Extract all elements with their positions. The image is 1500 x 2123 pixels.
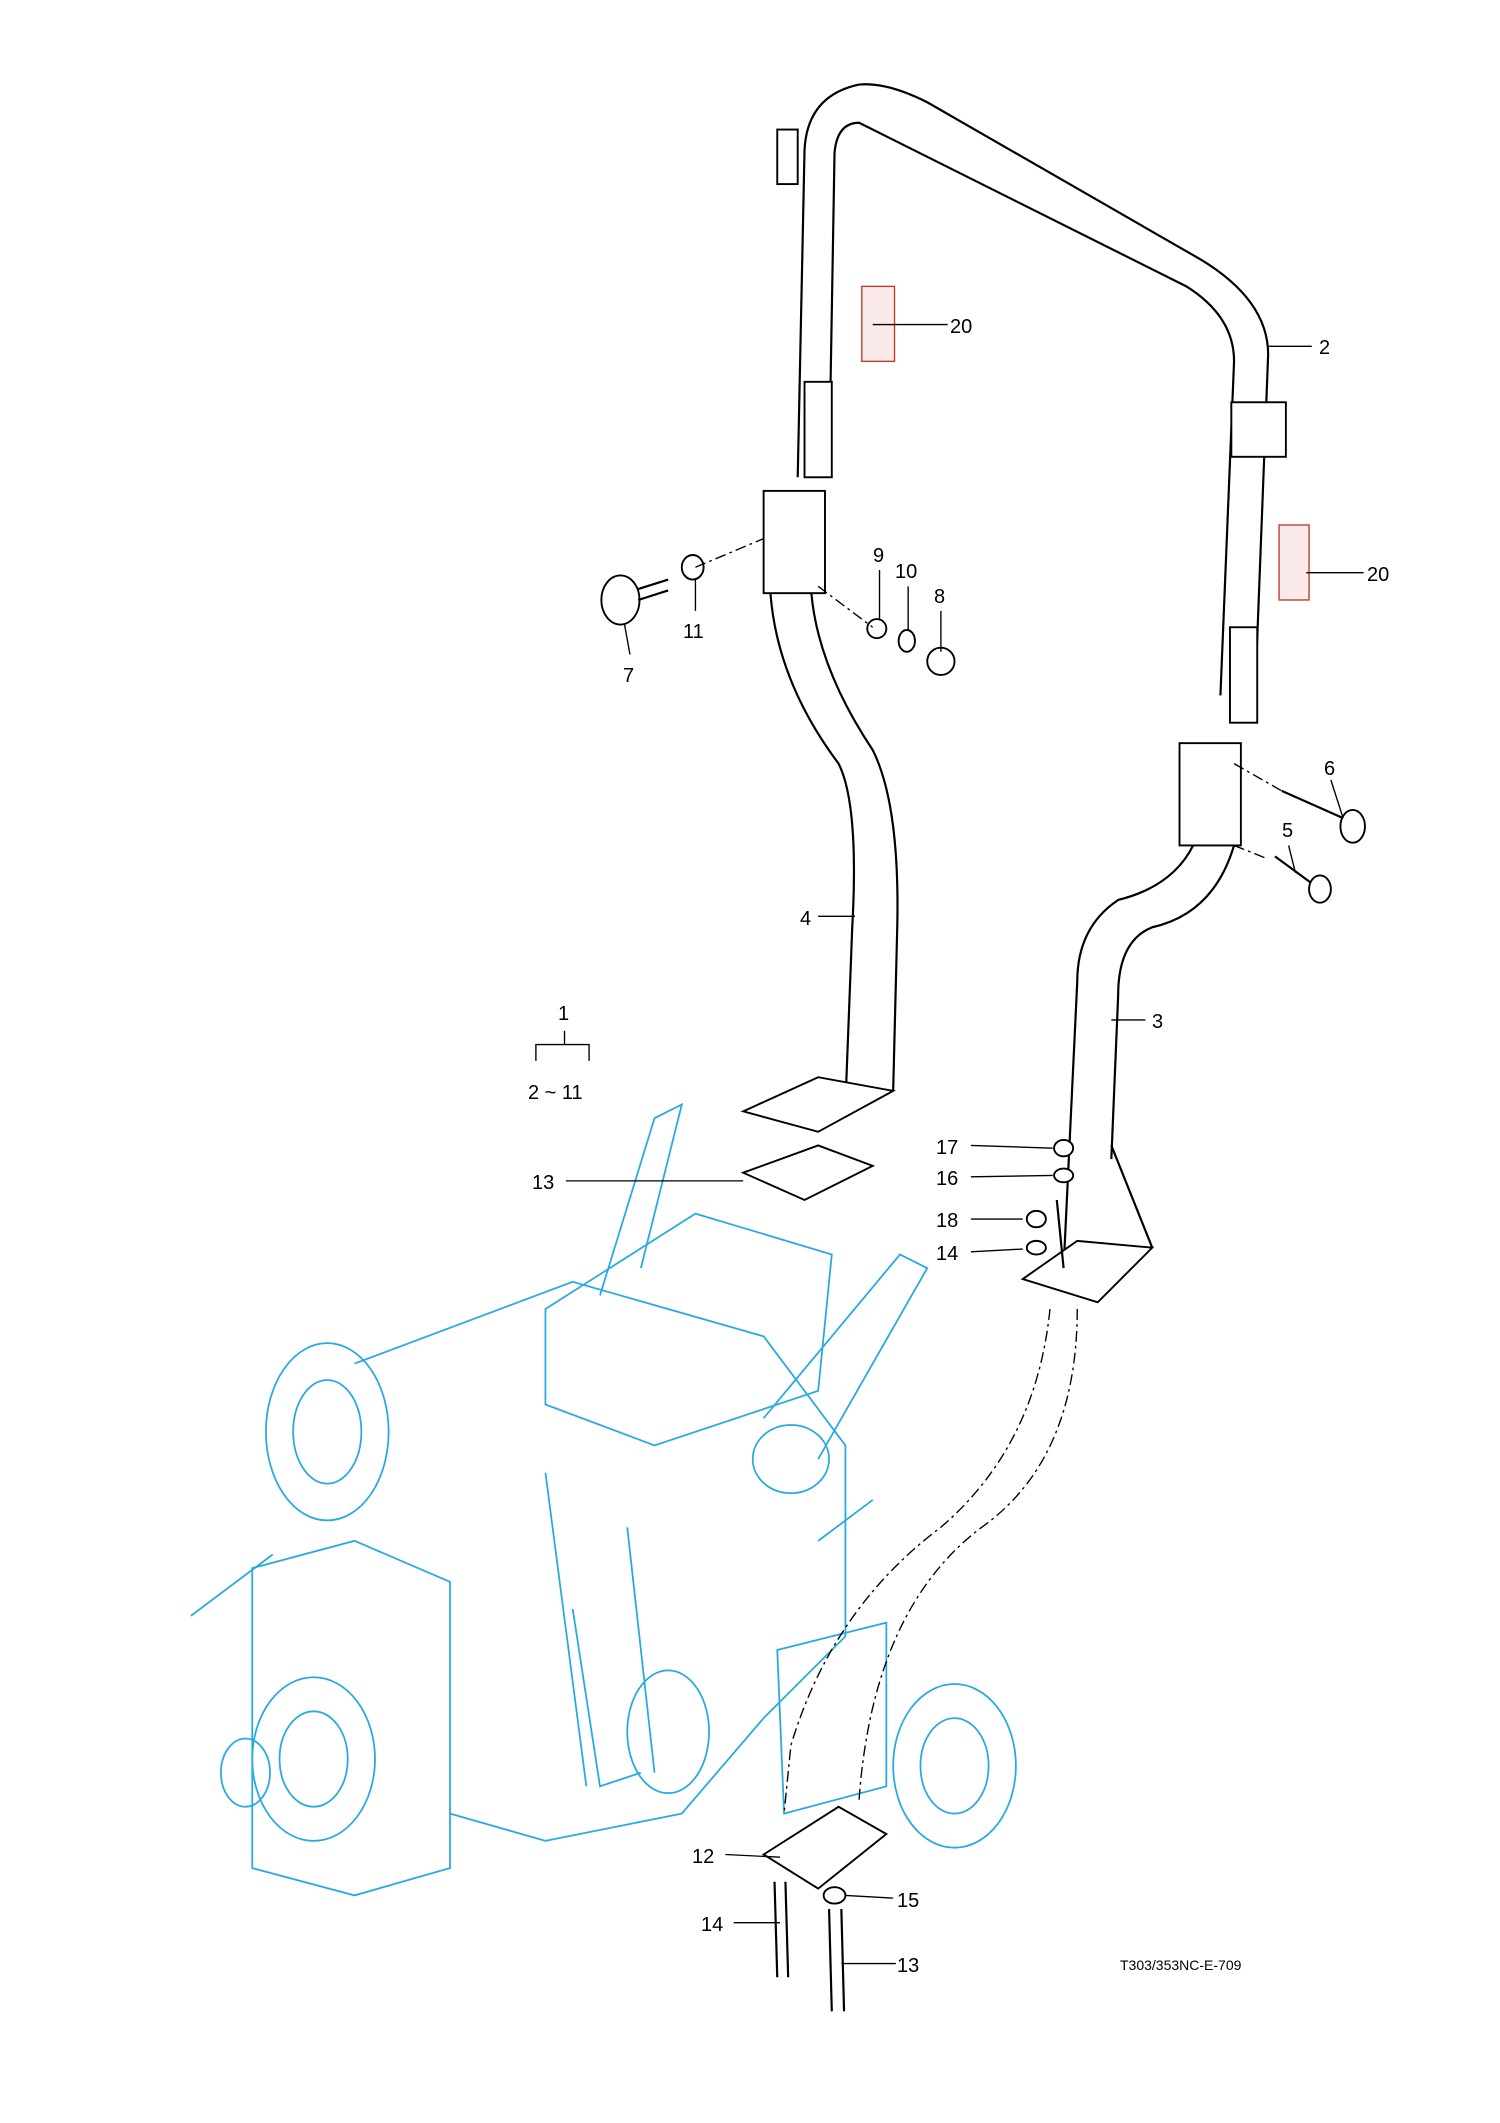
callout-2-11: 2 ~ 11 <box>528 1082 583 1104</box>
callout-1: 1 <box>558 1003 569 1025</box>
callout-17: 17 <box>936 1137 958 1159</box>
callout-8: 8 <box>934 586 945 608</box>
rops-upper-frame <box>776 83 1310 724</box>
callout-2: 2 <box>1319 337 1330 359</box>
callout-13: 13 <box>897 1955 919 1977</box>
transmission-assembly <box>190 1102 1017 1897</box>
callout-20: 20 <box>950 316 972 338</box>
leader-lines <box>535 323 1364 1965</box>
callout-labels: 20 2 20 9 10 8 11 7 6 5 4 3 1 2 ~ 11 17 … <box>528 316 1389 1977</box>
rops-left-lower-frame <box>740 489 899 1202</box>
callout-10: 10 <box>895 561 917 583</box>
callout-20: 20 <box>1367 564 1389 586</box>
callout-18: 18 <box>936 1210 958 1232</box>
callout-6: 6 <box>1324 758 1335 780</box>
callout-12: 12 <box>692 1846 714 1868</box>
callout-16: 16 <box>936 1168 958 1190</box>
callout-14: 14 <box>701 1914 723 1936</box>
callout-13: 13 <box>532 1172 554 1194</box>
callout-3: 3 <box>1152 1011 1163 1033</box>
callout-7: 7 <box>623 665 634 687</box>
callout-5: 5 <box>1282 820 1293 842</box>
drawing-code: T303/353NC-E-709 <box>1120 1957 1242 1973</box>
callout-11: 11 <box>683 621 704 643</box>
callout-15: 15 <box>897 1890 919 1912</box>
rops-right-lower-frame <box>761 742 1242 1890</box>
callout-9: 9 <box>873 545 884 567</box>
callout-4: 4 <box>800 908 811 930</box>
callout-14: 14 <box>936 1243 958 1265</box>
